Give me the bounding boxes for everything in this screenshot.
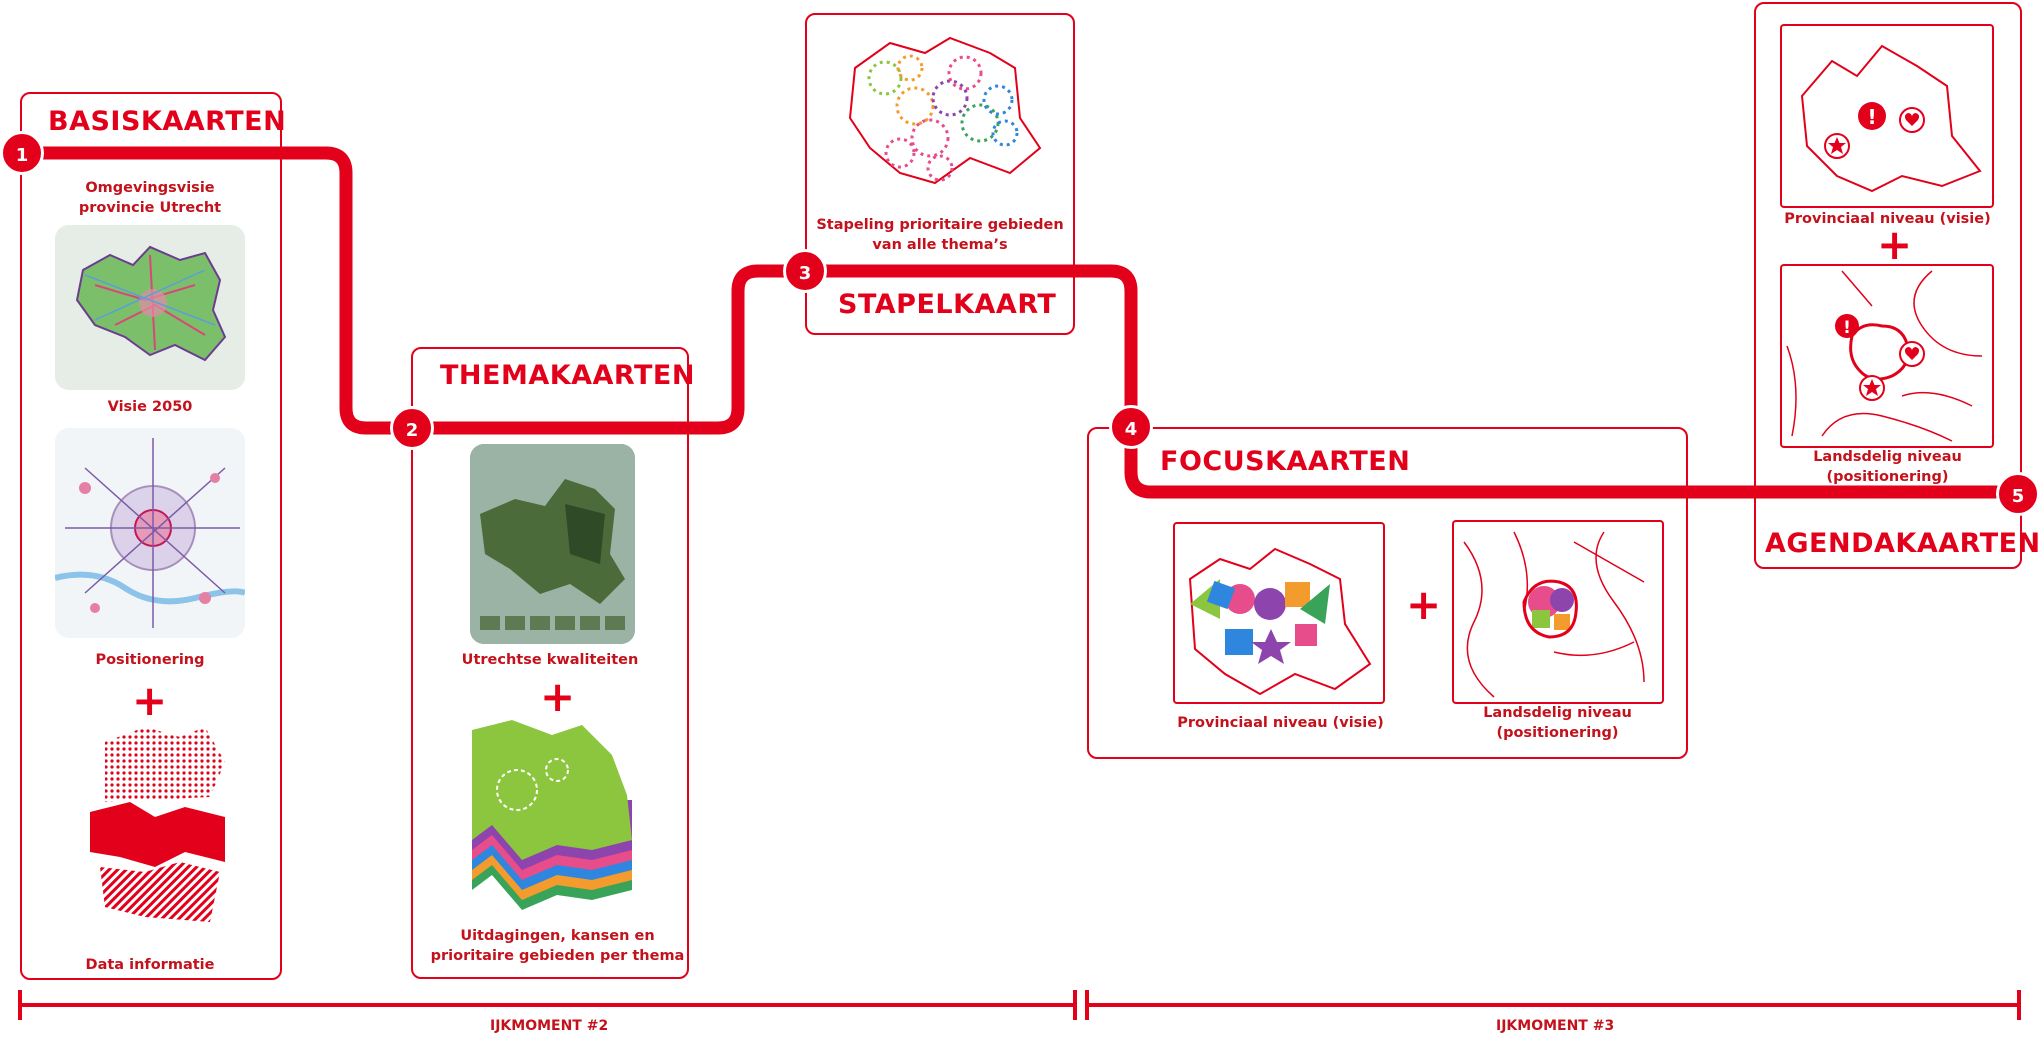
step-node-3: 3 <box>783 249 827 293</box>
agenda-provinciaal-caption: Provinciaal niveau (visie) <box>1784 211 1991 227</box>
ijkmoment-3-label: IJKMOMENT #3 <box>1496 1018 1615 1034</box>
svg-text:!: ! <box>1867 105 1876 129</box>
svg-text:!: ! <box>1843 318 1851 338</box>
uitdagingen-caption: Uitdagingen, kansen en prioritaire gebie… <box>430 928 685 964</box>
plus-icon-focus: + <box>1406 580 1442 629</box>
omgevingsvisie-heading: Omgevingsvisie provincie Utrecht <box>78 180 222 216</box>
step-node-5: 5 <box>1996 472 2040 516</box>
stapelkaart-panel <box>805 13 1075 335</box>
basiskaarten-title: BASISKAARTEN <box>48 106 287 137</box>
focus-landsdelig-caption: Landsdelig niveau (positionering) <box>1483 705 1632 741</box>
focus-landsdelig-map <box>1452 520 1664 704</box>
plus-icon-agenda: + <box>1877 220 1913 269</box>
agenda-landsdelig-map: ! <box>1780 264 1994 448</box>
plus-icon-basis: + <box>132 676 168 725</box>
utrechtse-kwaliteiten-map <box>470 444 635 644</box>
stapelkaart-title: STAPELKAART <box>838 289 1057 320</box>
data-informatie-caption: Data informatie <box>85 957 215 973</box>
positionering-caption: Positionering <box>95 652 205 668</box>
visie-2050-caption: Visie 2050 <box>107 399 193 415</box>
plus-icon-thema: + <box>540 672 576 721</box>
utrechtse-kwaliteiten-caption: Utrechtse kwaliteiten <box>461 652 639 668</box>
ijkmoment-2-label: IJKMOMENT #2 <box>490 1018 609 1034</box>
step-node-2: 2 <box>390 406 434 450</box>
visie-2050-map <box>55 225 245 390</box>
focuskaarten-title: FOCUSKAARTEN <box>1160 446 1411 477</box>
agenda-landsdelig-caption: Landsdelig niveau (positionering) <box>1813 449 1962 485</box>
focus-provinciaal-map <box>1173 522 1385 704</box>
focuskaarten-panel <box>1087 427 1688 759</box>
step-node-4: 4 <box>1109 405 1153 449</box>
basiskaarten-panel <box>20 92 282 980</box>
timeline-bar <box>18 990 2021 1020</box>
agendakaarten-title: AGENDAKAARTEN <box>1765 528 2041 559</box>
uitdagingen-stacked-map <box>462 715 642 920</box>
data-informatie-map <box>85 722 235 927</box>
positionering-map <box>55 428 245 638</box>
themakaarten-panel <box>411 347 689 979</box>
stapeling-overlay-map <box>840 28 1050 193</box>
agendakaarten-panel <box>1754 2 2022 569</box>
step-node-1: 1 <box>0 131 44 175</box>
agenda-provinciaal-map: ! <box>1780 24 1994 208</box>
stapeling-caption: Stapeling prioritaire gebieden van alle … <box>816 217 1064 253</box>
focus-provinciaal-caption: Provinciaal niveau (visie) <box>1177 715 1384 731</box>
themakaarten-title: THEMAKAARTEN <box>440 360 695 391</box>
